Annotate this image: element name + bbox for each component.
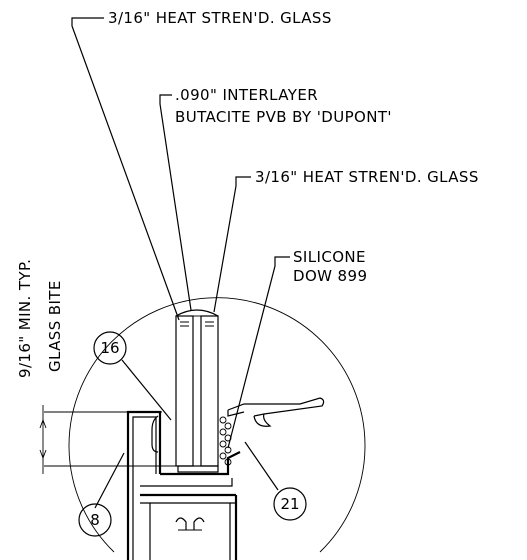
detail-circle [68, 297, 366, 553]
silicone-label-line2: DOW 899 [293, 267, 367, 285]
leader-lines [71, 17, 290, 509]
callout-16-text: 16 [100, 339, 119, 357]
pvb-interlayer [192, 315, 202, 467]
aluminum-frame [126, 397, 325, 560]
inner-glass-label: 3/16" HEAT STREN'D. GLASS [255, 168, 479, 186]
setting-block [177, 465, 219, 473]
callout-21: 21 [273, 487, 307, 521]
glass-bite-dimension-label: 9/16" MIN. TYP. [16, 259, 34, 378]
glass-bite-label: GLASS BITE [46, 280, 64, 372]
glass-bite-dimension [39, 405, 178, 474]
silicone-bead [219, 416, 232, 466]
glass-lite-inner [200, 315, 219, 467]
glass-lite-outer [175, 315, 194, 467]
callout-16: 16 [93, 331, 127, 365]
silicone-label-line1: SILICONE [293, 248, 366, 266]
callout-21-text: 21 [280, 495, 299, 513]
callout-8-text: 8 [90, 511, 100, 529]
callout-8: 8 [78, 503, 112, 537]
interlayer-label-line1: .090" INTERLAYER [175, 86, 318, 104]
glass-break-line [175, 309, 219, 317]
interlayer-label-line2: BUTACITE PVB BY 'DUPONT' [175, 108, 392, 126]
outer-glass-label: 3/16" HEAT STREN'D. GLASS [108, 9, 332, 27]
